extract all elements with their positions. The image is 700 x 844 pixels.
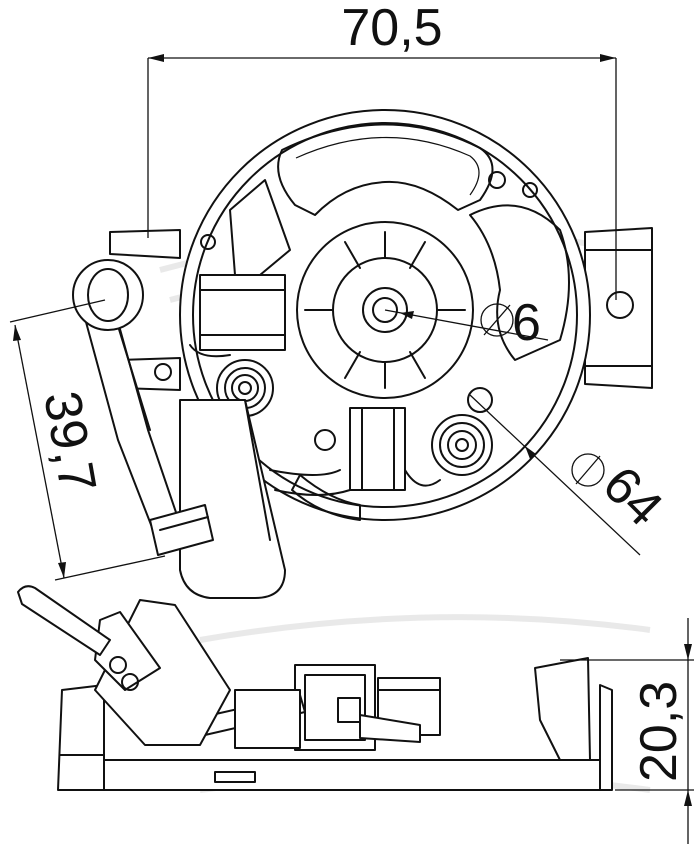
bottom-brush-holder [349, 407, 441, 491]
right-cutout [469, 204, 570, 361]
dimension-bore-label: 6 [512, 294, 541, 352]
side-base [57, 684, 613, 791]
left-brush-holder [189, 179, 291, 358]
side-right-block [534, 657, 591, 761]
lower-cutout [291, 474, 361, 521]
right-spring [431, 414, 493, 476]
dimension-width-label: 70,5 [341, 0, 442, 57]
terminal-arm [72, 259, 351, 599]
dimension-width: 70,5 [147, 0, 617, 300]
upper-cutout [277, 123, 494, 216]
side-view [17, 585, 613, 791]
top-view [72, 109, 653, 599]
right-mounting-lug [584, 227, 653, 389]
dimension-height: 20,3 [560, 618, 694, 844]
dimension-height-label: 20,3 [630, 681, 688, 782]
side-terminal-pin [17, 585, 111, 656]
dimension-arm-label: 39,7 [32, 387, 107, 497]
dimension-bore: 6 [384, 294, 549, 352]
hub-spokes [304, 231, 466, 389]
